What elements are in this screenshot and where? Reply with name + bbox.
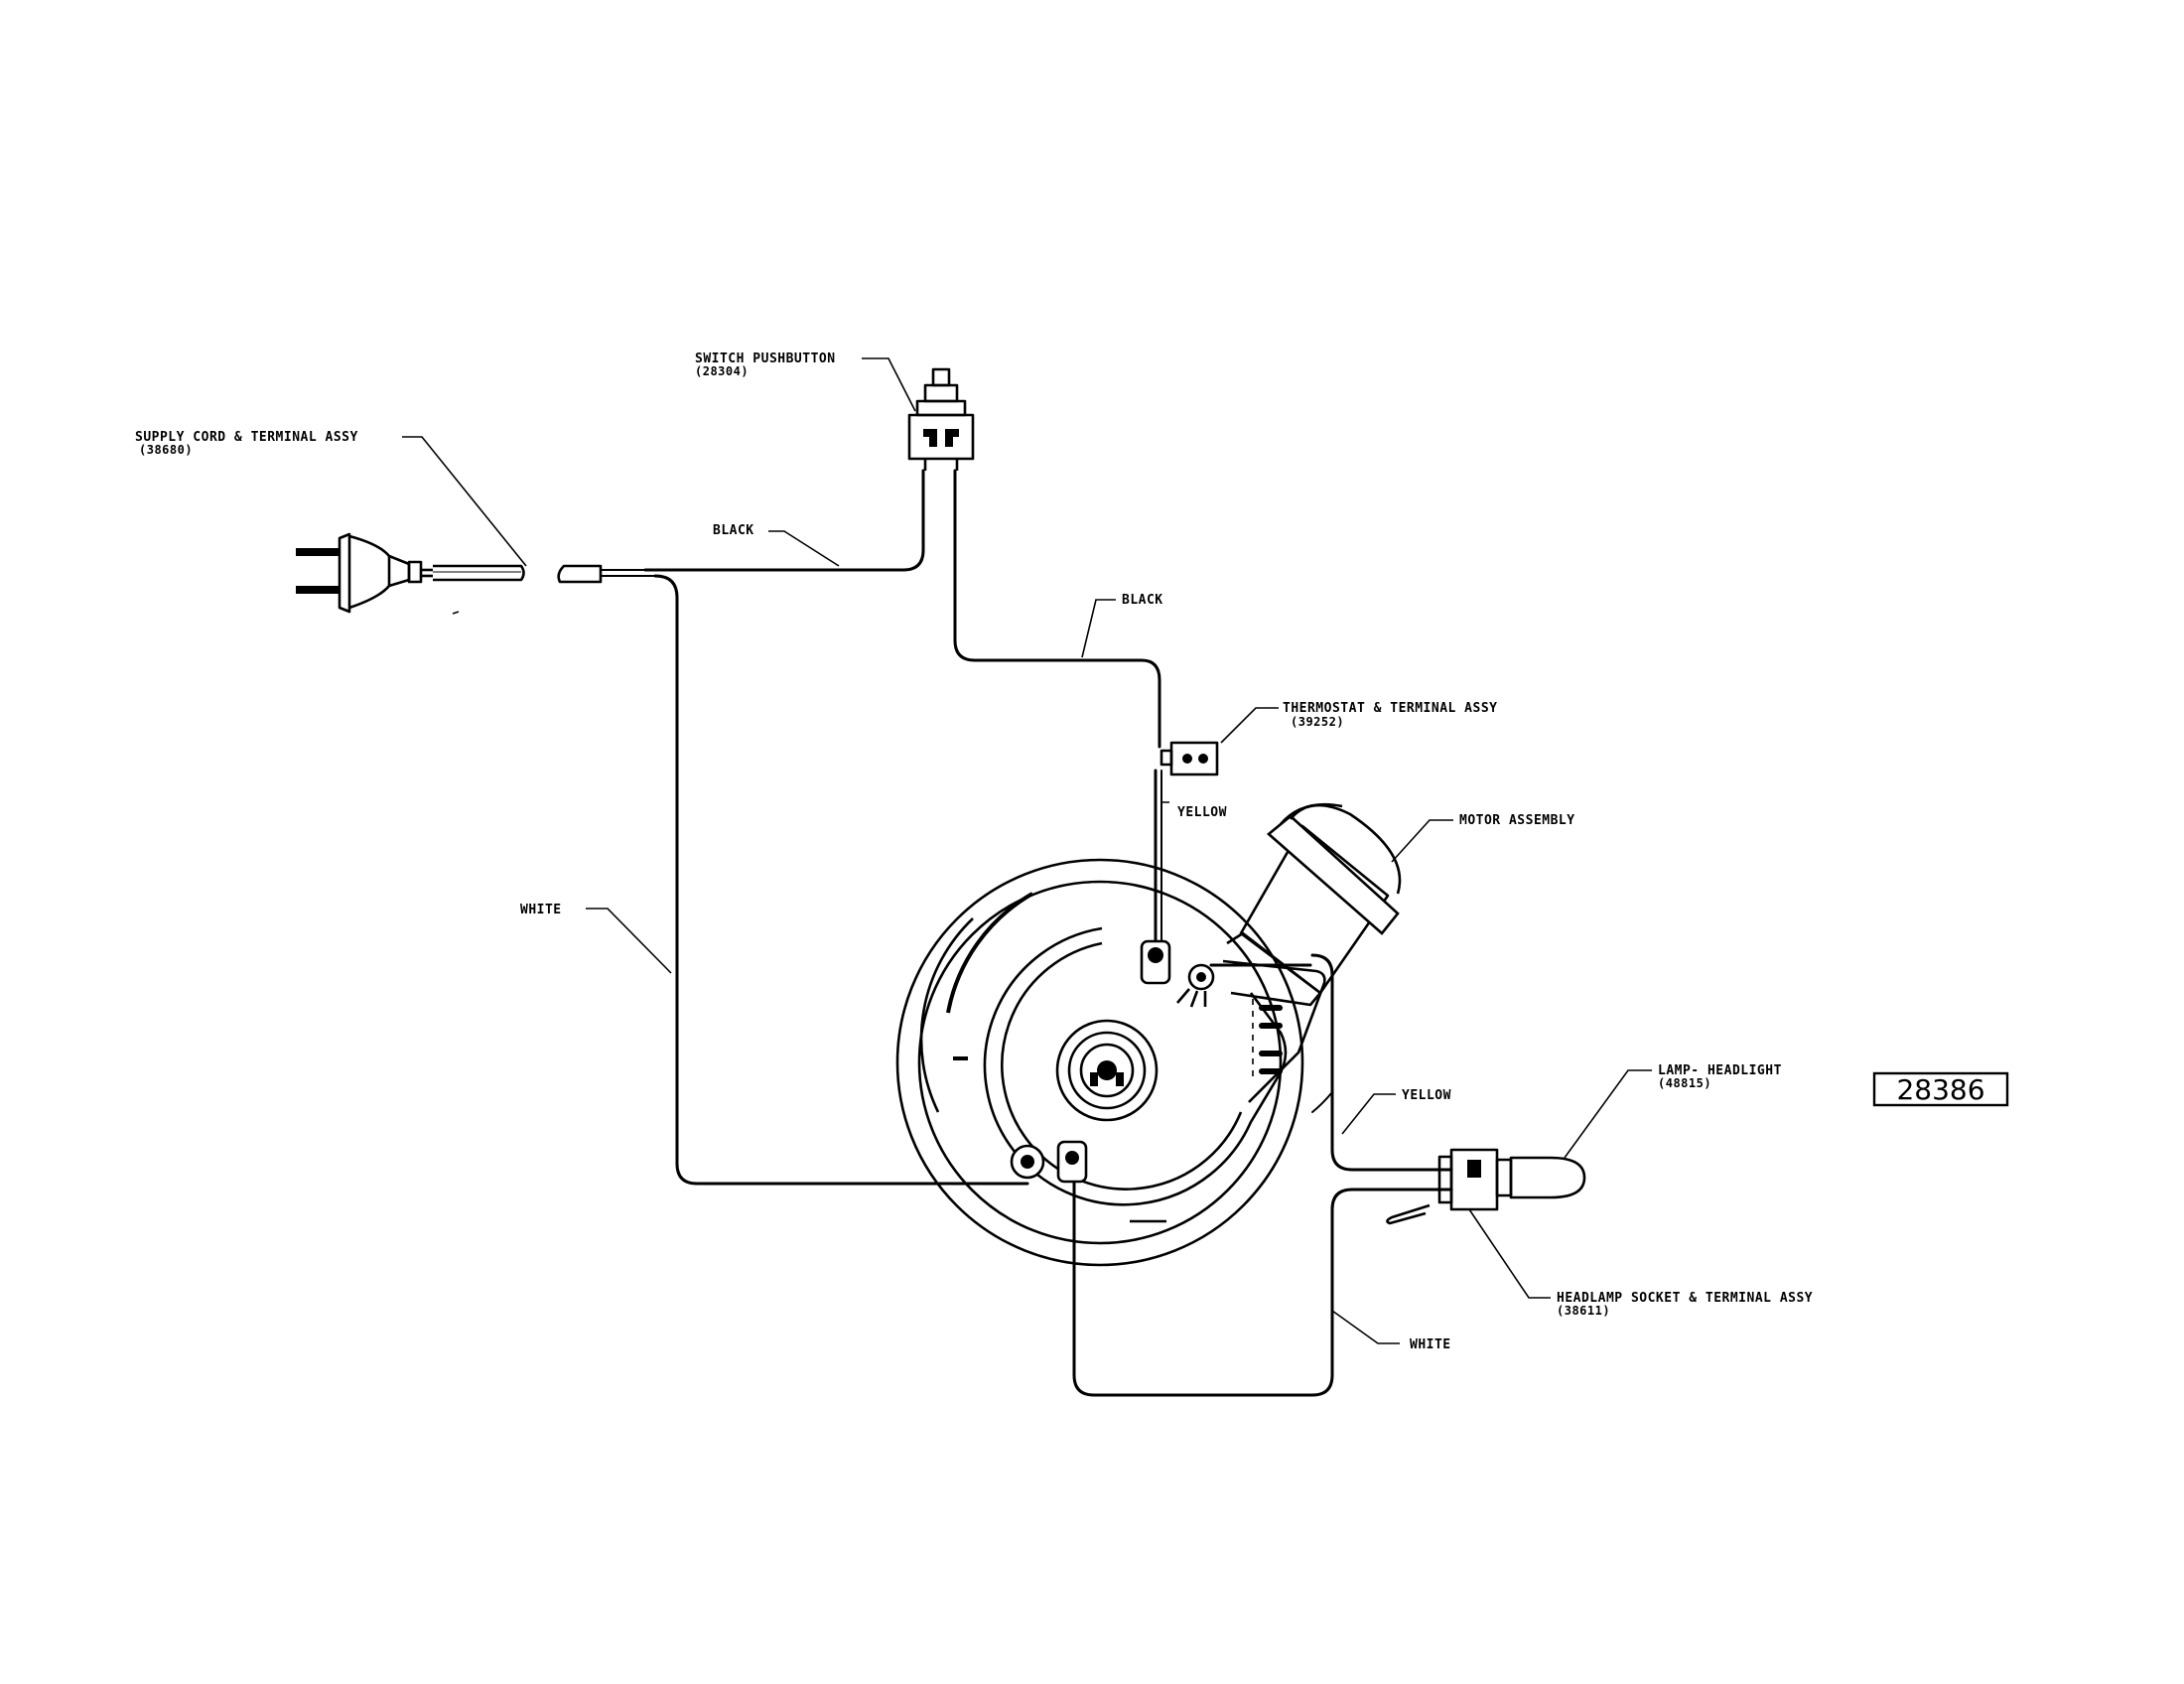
- yellow-wire-label-1: YELLOW: [1177, 805, 1227, 820]
- motor-reel-assembly: [895, 802, 1402, 1267]
- headlamp-socket: [1386, 1148, 1513, 1225]
- yellow-wire-label-2: YELLOW: [1402, 1088, 1451, 1103]
- thermostat-label: THERMOSTAT & TERMINAL ASSY: [1283, 701, 1498, 716]
- motor-terminal-top: [1140, 939, 1312, 1008]
- supply-cord-plug: [296, 532, 656, 615]
- lamp-headlight: [1509, 1156, 1586, 1199]
- headlamp-socket-part-number: (38611): [1557, 1304, 1610, 1318]
- white-wire-label-2: WHITE: [1410, 1337, 1451, 1352]
- motor-cap: [1266, 802, 1402, 935]
- lamp-headlight-label: LAMP- HEADLIGHT: [1658, 1063, 1782, 1078]
- lamp-headlight-part-number: (48815): [1658, 1076, 1711, 1090]
- black-wire-label-2: BLACK: [1122, 593, 1163, 608]
- labels: SWITCH PUSHBUTTON (28304) SUPPLY CORD & …: [135, 351, 1813, 1352]
- black-wire-label-1: BLACK: [713, 523, 754, 538]
- switch-pushbutton: [907, 367, 975, 471]
- headlamp-socket-label: HEADLAMP SOCKET & TERMINAL ASSY: [1557, 1291, 1813, 1306]
- white-wire-label-1: WHITE: [520, 903, 562, 917]
- thermostat: [1160, 741, 1219, 776]
- leader-lines: [402, 357, 1652, 1344]
- diagram-number: 28386: [1896, 1073, 1984, 1106]
- switch-pushbutton-label: SWITCH PUSHBUTTON: [695, 351, 836, 366]
- supply-cord-part-number: (38680): [139, 443, 193, 457]
- wires: [643, 469, 1453, 1397]
- motor-terminal-bottom: [1010, 1140, 1088, 1184]
- diagram-number-box: 28386: [1872, 1071, 2009, 1107]
- switch-pushbutton-part-number: (28304): [695, 364, 749, 378]
- thermostat-part-number: (39252): [1291, 715, 1344, 729]
- motor-assembly-label: MOTOR ASSEMBLY: [1459, 813, 1575, 828]
- supply-cord-label: SUPPLY CORD & TERMINAL ASSY: [135, 430, 358, 445]
